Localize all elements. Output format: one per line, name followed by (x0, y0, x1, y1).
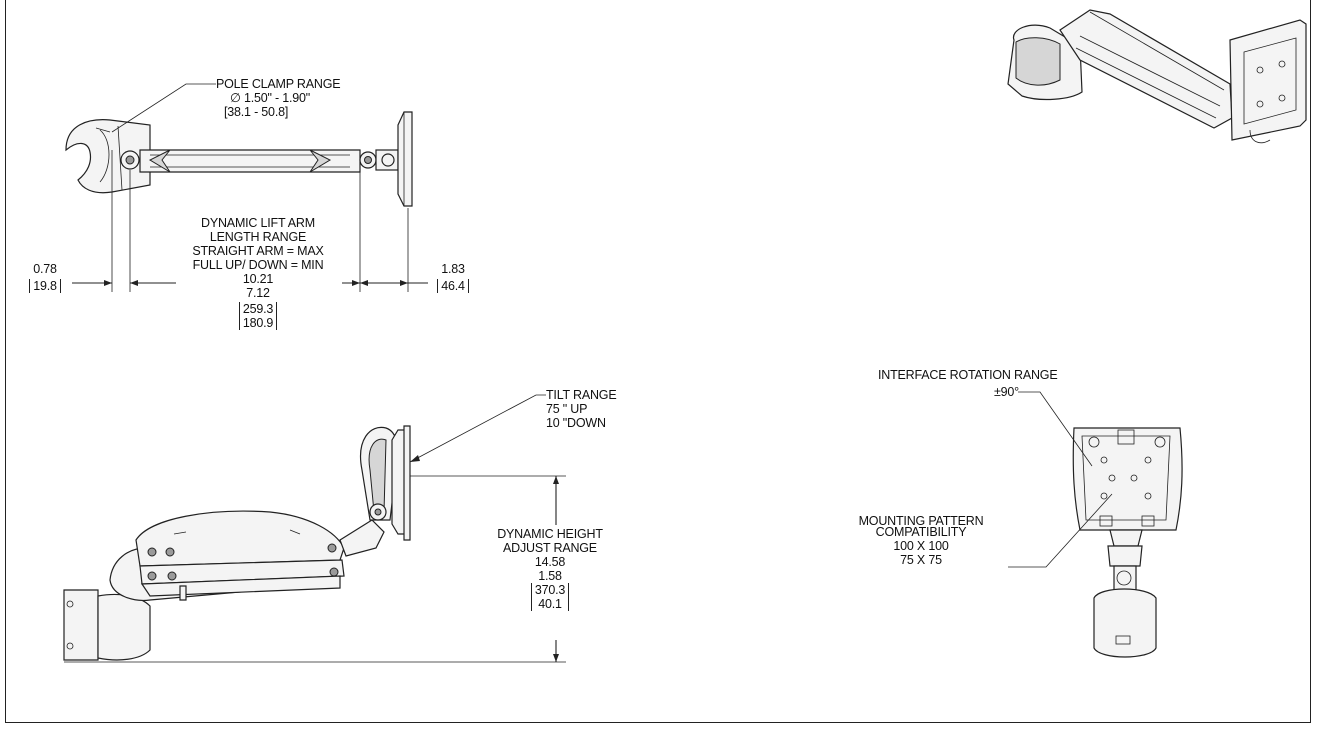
height-range-max-mm: 370.3 (534, 583, 566, 597)
lift-arm-label: DYNAMIC LIFT ARM LENGTH RANGE STRAIGHT A… (172, 216, 344, 330)
left-offset-in: 0.78 (33, 262, 57, 276)
tilt-range-label: TILT RANGE 75 " UP 10 "DOWN (546, 388, 617, 430)
lift-arm-line3: STRAIGHT ARM = MAX (192, 244, 324, 258)
rotation-range-title: INTERFACE ROTATION RANGE (878, 368, 1058, 382)
tilt-range-up: 75 " UP (546, 402, 588, 416)
right-offset-in: 1.83 (441, 262, 465, 276)
height-range-min-in: 1.58 (538, 569, 562, 583)
lift-arm-line2: LENGTH RANGE (209, 230, 307, 244)
lift-arm-min-mm: 180.9 (242, 316, 274, 330)
height-range-line2: ADJUST RANGE (503, 541, 597, 555)
height-range-min-mm: 40.1 (538, 597, 562, 611)
right-offset-mm: 46.4 (441, 279, 465, 293)
left-offset-dim: 0.78 19.8 (22, 262, 68, 293)
lift-arm-min-in: 7.12 (246, 286, 270, 300)
tilt-range-down: 10 "DOWN (546, 416, 606, 430)
front-view-drawing (1008, 391, 1183, 658)
height-range-label: DYNAMIC HEIGHT ADJUST RANGE 14.58 1.58 3… (480, 527, 620, 611)
height-range-max-in: 14.58 (534, 555, 566, 569)
lift-arm-max-mm: 259.3 (242, 302, 274, 316)
mounting-pattern-line1: MOUNTING PATTERN (858, 514, 984, 528)
mounting-pattern-line2: COMPATIBILITY (875, 525, 967, 539)
pole-clamp-label: POLE CLAMP RANGE ∅ 1.50" - 1.90" [38.1 -… (216, 77, 341, 119)
pole-clamp-title: POLE CLAMP RANGE (216, 77, 341, 91)
tilt-range-title: TILT RANGE (546, 388, 617, 402)
lift-arm-line1: DYNAMIC LIFT ARM (201, 216, 315, 230)
left-offset-mm: 19.8 (33, 279, 57, 293)
right-offset-mm-bracket: 46.4 (437, 279, 469, 293)
isometric-view-drawing (1007, 9, 1307, 144)
height-range-line1: DYNAMIC HEIGHT (497, 527, 603, 541)
top-view-drawing (65, 83, 428, 292)
mounting-pattern-1: 100 X 100 (893, 539, 949, 553)
pole-clamp-range-mm: [38.1 - 50.8] (224, 105, 289, 119)
drawing-border (5, 0, 1311, 723)
left-offset-mm-bracket: 19.8 (29, 279, 61, 293)
lift-arm-max-in: 10.21 (242, 272, 274, 286)
side-view-drawing (63, 394, 566, 663)
height-range-mm-bracket: 370.3 40.1 (530, 583, 570, 611)
pole-clamp-range-in: ∅ 1.50" - 1.90" (230, 91, 311, 105)
mounting-pattern-label: MOUNTING PATTERN COMPATIBILITY 100 X 100… (852, 514, 990, 567)
rotation-range-value: ±90° (994, 385, 1019, 399)
lift-arm-mm-bracket: 259.3 180.9 (238, 302, 278, 330)
lift-arm-line4: FULL UP/ DOWN = MIN (192, 258, 324, 272)
mounting-pattern-2: 75 X 75 (900, 553, 942, 567)
right-offset-dim: 1.83 46.4 (428, 262, 478, 293)
